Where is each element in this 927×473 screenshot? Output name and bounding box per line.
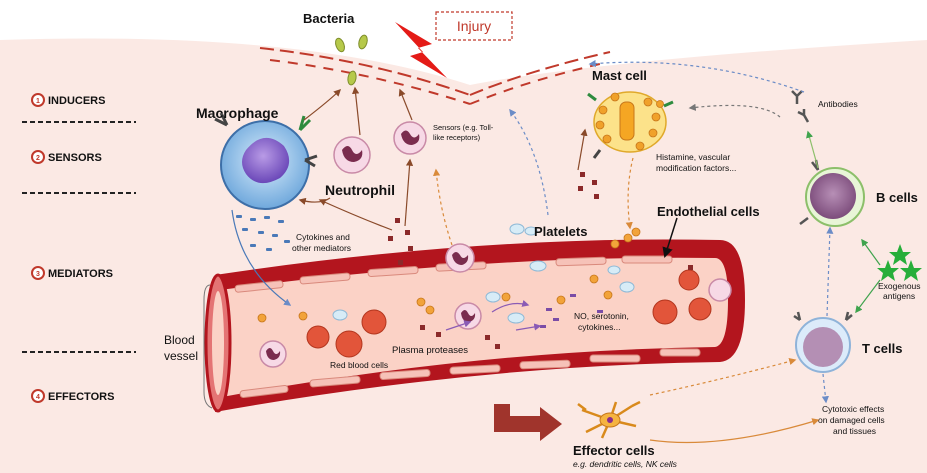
no-line1: NO, serotonin, bbox=[574, 311, 629, 321]
antigen-stars-icon bbox=[877, 244, 922, 281]
cytokines-line2: other mediators bbox=[292, 243, 351, 253]
cytotoxic-line2: on damaged cells bbox=[818, 415, 885, 425]
macrophage-label: Macrophage bbox=[196, 105, 279, 121]
platelets-label: Platelets bbox=[534, 224, 587, 239]
histamine-line2: modification factors... bbox=[656, 163, 736, 173]
neutrophil-cells bbox=[259, 121, 732, 368]
outside-area bbox=[0, 0, 927, 85]
exogenous-line2: antigens bbox=[883, 291, 915, 301]
effector-arrow-icon bbox=[494, 404, 562, 441]
neutrophil-label: Neutrophil bbox=[325, 182, 395, 198]
t-cells-label: T cells bbox=[862, 341, 902, 356]
blood-vessel-line1: Blood bbox=[164, 333, 195, 347]
t-cell-icon bbox=[793, 311, 853, 373]
legend: 1 INDUCERS 2 SENSORS 3 MEDIATORS 4 EFFEC… bbox=[22, 93, 136, 403]
macrophage-icon bbox=[214, 112, 318, 210]
svg-text:SENSORS: SENSORS bbox=[48, 152, 102, 164]
bacteria-icon bbox=[335, 34, 368, 86]
legend-inducers: 1 INDUCERS bbox=[22, 93, 136, 123]
svg-text:1: 1 bbox=[36, 98, 40, 105]
b-cells-label: B cells bbox=[876, 190, 918, 205]
sensors-note-line2: like receptors) bbox=[433, 133, 481, 142]
cytotoxic-line3: and tissues bbox=[833, 426, 876, 436]
legend-sensors: 2 SENSORS bbox=[22, 150, 136, 194]
orange-mediators bbox=[257, 227, 641, 323]
svg-text:EFFECTORS: EFFECTORS bbox=[48, 391, 114, 403]
exogenous-line1: Exogenous bbox=[878, 281, 921, 291]
tissue-surface bbox=[259, 47, 611, 105]
red-blood-cells bbox=[306, 269, 712, 358]
dendritic-cell-icon bbox=[577, 400, 641, 439]
histamine-line1: Histamine, vascular bbox=[656, 152, 730, 162]
red-blood-cells-label: Red blood cells bbox=[330, 360, 388, 370]
mast-cell-icon bbox=[587, 91, 674, 159]
svg-text:MEDIATORS: MEDIATORS bbox=[48, 268, 113, 280]
sensors-note-line1: Sensors (e.g. Toll- bbox=[433, 123, 494, 132]
endothelial-label: Endothelial cells bbox=[657, 204, 760, 219]
cytokines-line1: Cytokines and bbox=[296, 232, 350, 242]
purple-dashes bbox=[540, 294, 603, 328]
legend-effectors: 4 EFFECTORS bbox=[31, 389, 114, 403]
svg-text:INDUCERS: INDUCERS bbox=[48, 95, 105, 107]
antibodies-icon bbox=[791, 90, 810, 123]
lightning-icon bbox=[395, 22, 447, 78]
svg-text:2: 2 bbox=[36, 155, 40, 162]
effector-example: e.g. dendritic cells, NK cells bbox=[573, 459, 678, 469]
svg-text:3: 3 bbox=[36, 271, 40, 278]
vessel-bracket bbox=[203, 284, 213, 409]
svg-text:4: 4 bbox=[36, 394, 40, 401]
blood-vessel-line2: vessel bbox=[164, 349, 198, 363]
no-line2: cytokines... bbox=[578, 322, 621, 332]
legend-mediators: 3 MEDIATORS bbox=[22, 266, 136, 353]
b-cell-icon bbox=[799, 159, 865, 227]
cytotoxic-line1: Cytotoxic effects bbox=[822, 404, 884, 414]
platelets-icon bbox=[332, 223, 635, 324]
mediator-squares bbox=[388, 172, 693, 349]
connector-arrows bbox=[231, 59, 881, 444]
mast-cell-label: Mast cell bbox=[592, 68, 647, 83]
antibodies-label: Antibodies bbox=[818, 99, 858, 109]
effector-cells-label: Effector cells bbox=[573, 443, 655, 458]
cytokine-dots bbox=[236, 215, 290, 251]
bacteria-label: Bacteria bbox=[303, 11, 355, 26]
injury-label: Injury bbox=[457, 18, 491, 34]
injury-box bbox=[435, 11, 513, 41]
plasma-proteases-label: Plasma proteases bbox=[392, 345, 468, 356]
